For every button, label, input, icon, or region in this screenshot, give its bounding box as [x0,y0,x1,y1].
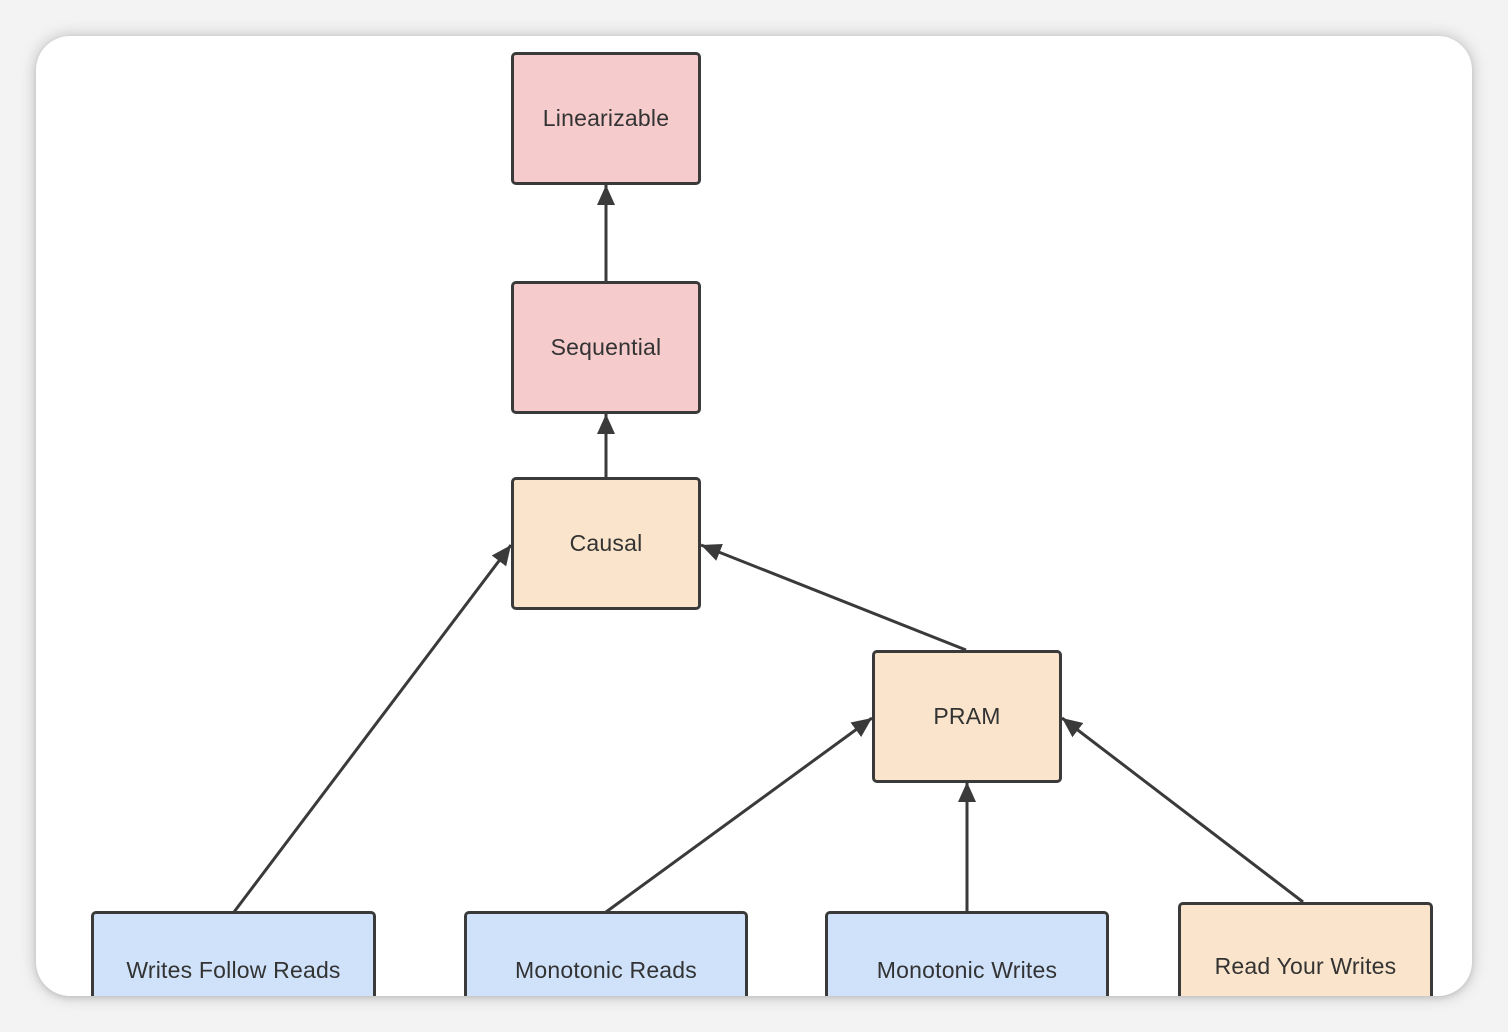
node-read-your-writes-label: Read Your Writes [1214,953,1397,979]
node-pram[interactable]: PRAM [872,650,1062,783]
node-writes-follow-reads[interactable]: Writes Follow Reads [91,911,376,996]
edges-layer [232,185,1304,914]
node-monotonic-writes-label: Monotonic Writes [876,957,1058,983]
node-pram-label: PRAM [933,703,1001,729]
edge-read-your-writes-to-pram [1061,716,1304,904]
edge-monotonic-reads-to-pram [605,716,873,914]
edge-writes-follow-reads-to-causal [232,544,513,913]
node-sequential-label: Sequential [550,334,662,360]
node-sequential[interactable]: Sequential [511,281,701,414]
diagram-canvas: Linearizable Sequential Causal PRAM Writ… [36,36,1472,996]
node-causal[interactable]: Causal [511,477,701,610]
node-linearizable-label: Linearizable [542,105,670,131]
node-monotonic-writes[interactable]: Monotonic Writes [825,911,1109,996]
edge-pram-to-causal [700,543,967,652]
node-monotonic-reads[interactable]: Monotonic Reads [464,911,748,996]
diagram-window: Linearizable Sequential Causal PRAM Writ… [36,36,1472,996]
node-linearizable[interactable]: Linearizable [511,52,701,185]
node-writes-follow-reads-label: Writes Follow Reads [126,957,341,983]
node-read-your-writes[interactable]: Read Your Writes [1178,902,1433,996]
node-monotonic-reads-label: Monotonic Reads [515,957,697,983]
node-causal-label: Causal [569,530,643,556]
